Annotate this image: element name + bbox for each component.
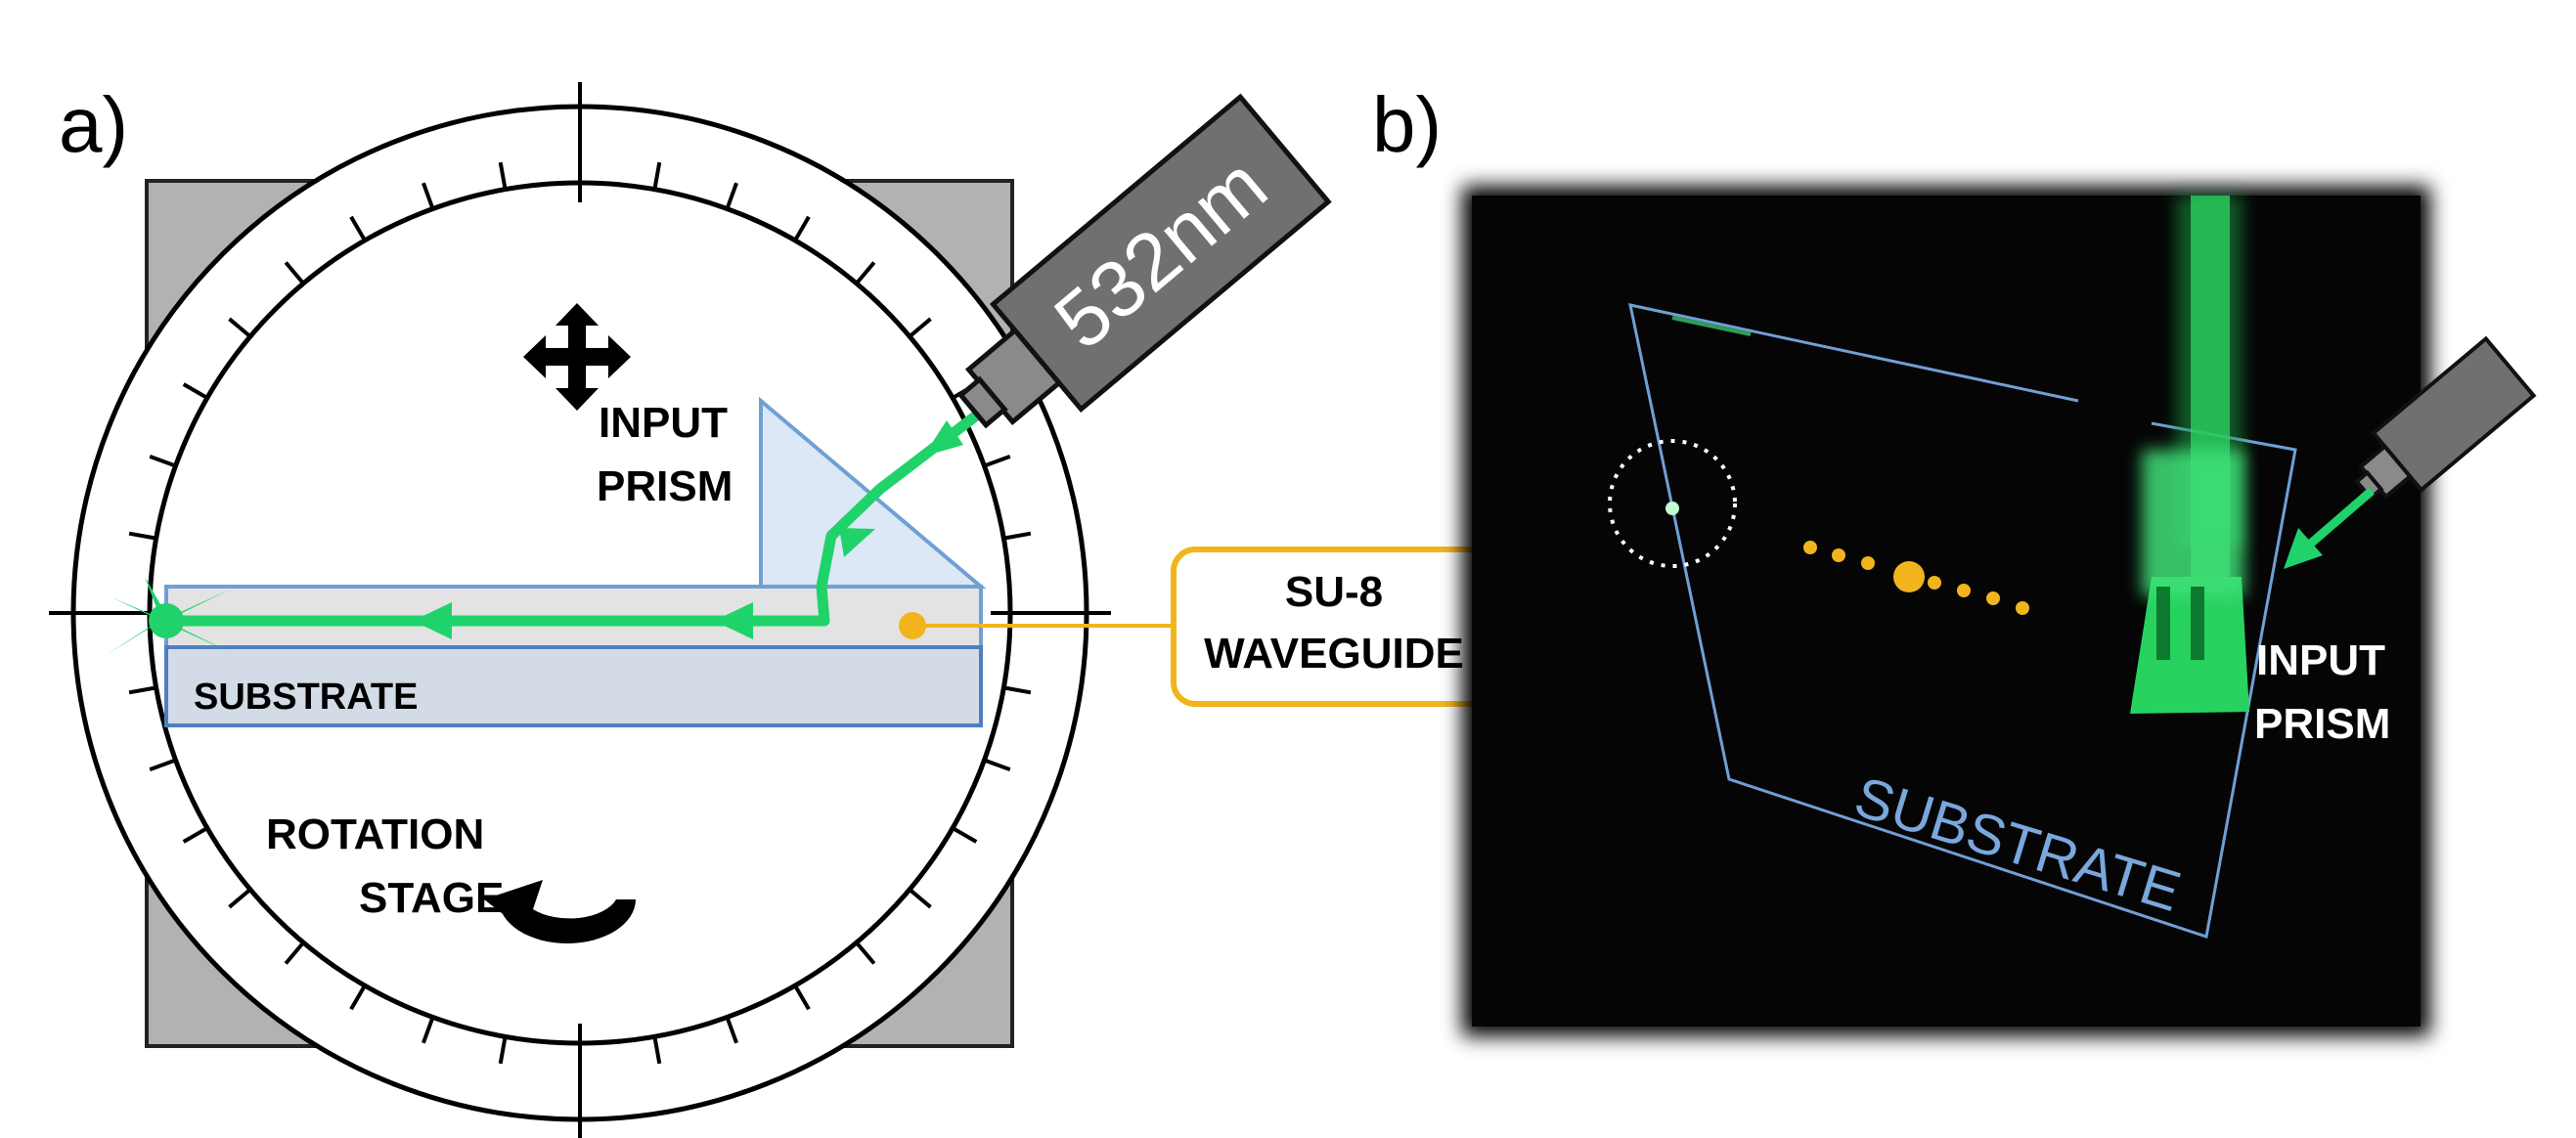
beam-arrow-1 xyxy=(923,420,963,457)
beam-arrow-4 xyxy=(413,602,452,639)
laser-source-b xyxy=(2354,335,2537,502)
substrate xyxy=(164,645,983,727)
beam-exit-burst-icon xyxy=(106,577,230,655)
ring-tick xyxy=(422,182,435,210)
ring-tick xyxy=(228,888,252,909)
callout-text-1: SU-8 xyxy=(1285,568,1383,616)
ring-tick xyxy=(422,1016,435,1044)
photo-frame xyxy=(1472,196,2421,1027)
ring-tick xyxy=(228,317,252,338)
panel-b: b) SUBSTRATE xyxy=(1372,81,2537,1036)
light-spot-marker xyxy=(1608,439,1737,568)
callout-text-2: WAVEGUIDE xyxy=(1204,630,1464,678)
light-spot xyxy=(1666,502,1679,515)
ring-tick xyxy=(182,826,208,844)
ring-ticks xyxy=(49,82,1111,1138)
input-prism-label-a-2: PRISM xyxy=(597,462,733,510)
ring-tick xyxy=(983,455,1011,468)
panel-b-label: b) xyxy=(1372,81,1442,168)
ring-tick xyxy=(349,985,367,1011)
ring-tick xyxy=(498,1035,508,1065)
ring-tick xyxy=(349,215,367,241)
prism-glow xyxy=(2130,196,2249,714)
ring-tick xyxy=(855,941,876,965)
panel-a-label: a) xyxy=(59,81,128,168)
ring-tick xyxy=(952,826,978,844)
ring-tick xyxy=(908,888,932,909)
ring-tick xyxy=(983,758,1011,771)
input-prism-label-b-2: PRISM xyxy=(2254,700,2390,748)
input-prism-label-b-1: INPUT xyxy=(2256,636,2385,684)
ring-tick xyxy=(1002,531,1032,541)
rotation-stage-label-2: STAGE xyxy=(359,874,504,922)
waveguide-dots xyxy=(1803,541,2029,615)
ring-tick xyxy=(149,455,177,468)
ring-tick xyxy=(1002,685,1032,695)
laser-beam-b xyxy=(2303,487,2375,551)
panel-a: a) SUBSTRATE xyxy=(49,81,1332,1138)
rotation-stage-label-1: ROTATION xyxy=(266,810,484,858)
ring-tick xyxy=(652,161,662,191)
substrate-outline-b xyxy=(1628,303,2297,939)
input-prism-label-a-1: INPUT xyxy=(599,399,728,447)
waveguide-marker-b xyxy=(1893,561,1925,592)
rotate-arrow-icon xyxy=(484,880,636,943)
beam-arrow-2 xyxy=(839,528,875,557)
substrate-label-a: SUBSTRATE xyxy=(194,677,418,718)
ring-tick xyxy=(725,1016,738,1044)
laser-beam-b-arrow xyxy=(2284,528,2323,569)
ring-tick xyxy=(793,215,811,241)
move-arrows-icon xyxy=(523,303,631,411)
edge-glow xyxy=(1671,316,1752,336)
ring-tick xyxy=(908,317,932,338)
ring-tick xyxy=(725,182,738,210)
ring-tick xyxy=(498,161,508,191)
ring-tick xyxy=(128,531,157,541)
ring-tick xyxy=(149,758,177,771)
beam-arrow-3 xyxy=(714,602,753,639)
ring-tick xyxy=(793,985,811,1011)
ring-tick xyxy=(652,1035,662,1065)
ring-tick xyxy=(284,941,305,965)
ring-tick xyxy=(182,382,208,400)
ring-tick xyxy=(855,261,876,285)
ring-tick xyxy=(284,261,305,285)
ring-tick xyxy=(128,685,157,695)
